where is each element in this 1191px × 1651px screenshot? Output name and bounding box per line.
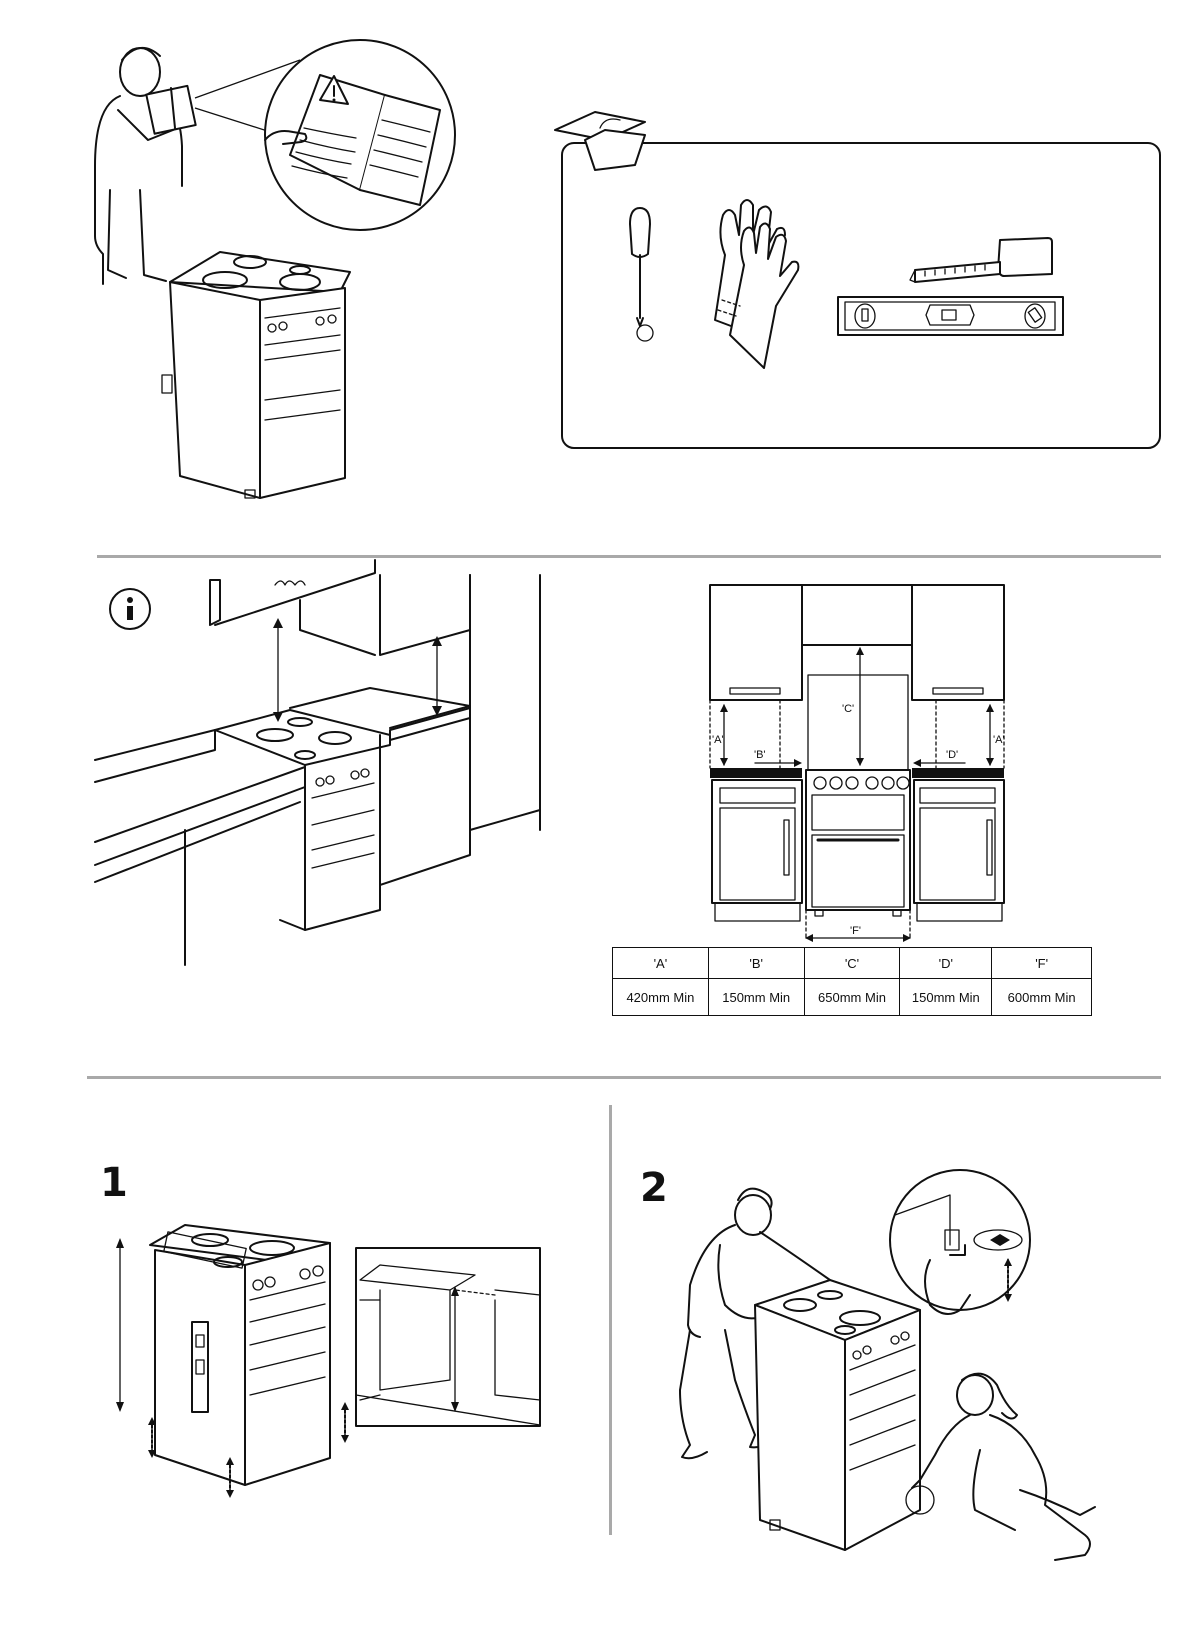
step-2-adjust-feet-illustration xyxy=(0,0,1191,1651)
